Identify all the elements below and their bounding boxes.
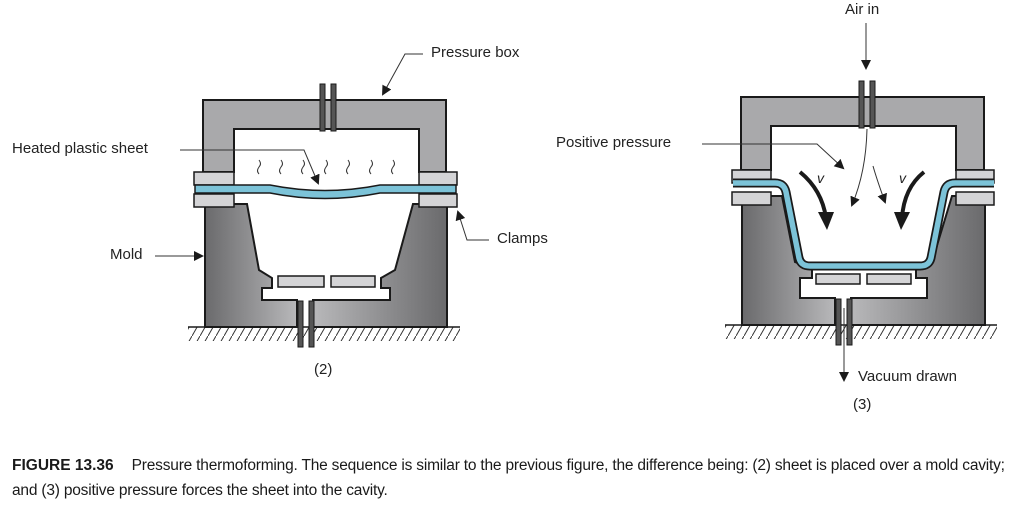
air-pipe-left	[319, 83, 326, 132]
label-air-in: Air in	[845, 1, 880, 18]
vent-plate-left	[277, 275, 325, 288]
mold-right	[850, 195, 986, 326]
leader-heated-sheet	[180, 149, 320, 185]
vacuum-pipe-right	[846, 298, 853, 346]
ground-hatch	[188, 327, 460, 341]
clamp-bottom-left	[731, 191, 772, 206]
caption-text: Pressure thermoforming. The sequence is …	[12, 457, 1005, 499]
flow-arrowhead-right	[894, 212, 910, 230]
air-flow-right	[872, 165, 887, 204]
label-mold: Mold	[110, 246, 143, 263]
step-label-3: (3)	[853, 396, 872, 413]
clamp-top-right	[418, 171, 458, 186]
mold-right	[312, 203, 448, 328]
clamp-bottom-right	[418, 193, 458, 208]
clamp-bottom-left	[193, 193, 235, 208]
figure-3	[702, 23, 997, 382]
figure-2	[155, 53, 489, 348]
air-pipe-left	[858, 80, 865, 129]
label-heated-plastic-sheet: Heated plastic sheet	[12, 140, 148, 157]
heat-waves	[257, 159, 395, 175]
flow-symbol-left: v	[817, 170, 824, 186]
vent-plate-right	[330, 275, 376, 288]
air-pipe-right	[330, 83, 337, 132]
clamp-bottom-right	[955, 191, 995, 206]
vacuum-pipe-left	[297, 300, 304, 348]
label-clamps: Clamps	[497, 230, 548, 247]
clamp-top-left	[193, 171, 235, 186]
formed-plastic-sheet-fill	[733, 180, 994, 269]
figure-number: FIGURE 13.36	[12, 457, 114, 474]
air-flow-center	[850, 128, 868, 207]
label-positive-pressure: Positive pressure	[556, 134, 672, 151]
vent-plate-left	[815, 273, 861, 285]
label-vacuum-drawn: Vacuum drawn	[858, 368, 957, 385]
leader-positive-pressure	[702, 143, 845, 170]
vent-plate-right	[866, 273, 912, 285]
vacuum-pipe-left	[835, 298, 842, 346]
air-pipe-right	[869, 80, 876, 129]
leader-pressure-box	[382, 53, 423, 96]
flow-symbol-right: v	[899, 170, 906, 186]
ground-hatch	[725, 325, 997, 339]
flow-arrowhead-left	[818, 212, 834, 230]
mold-left	[204, 203, 298, 328]
leader-clamps	[455, 210, 489, 241]
label-pressure-box: Pressure box	[431, 44, 520, 61]
heated-plastic-sheet	[194, 184, 457, 200]
mold-left	[741, 195, 836, 326]
step-label-2: (2)	[314, 361, 333, 378]
vacuum-pipe-right	[308, 300, 315, 348]
